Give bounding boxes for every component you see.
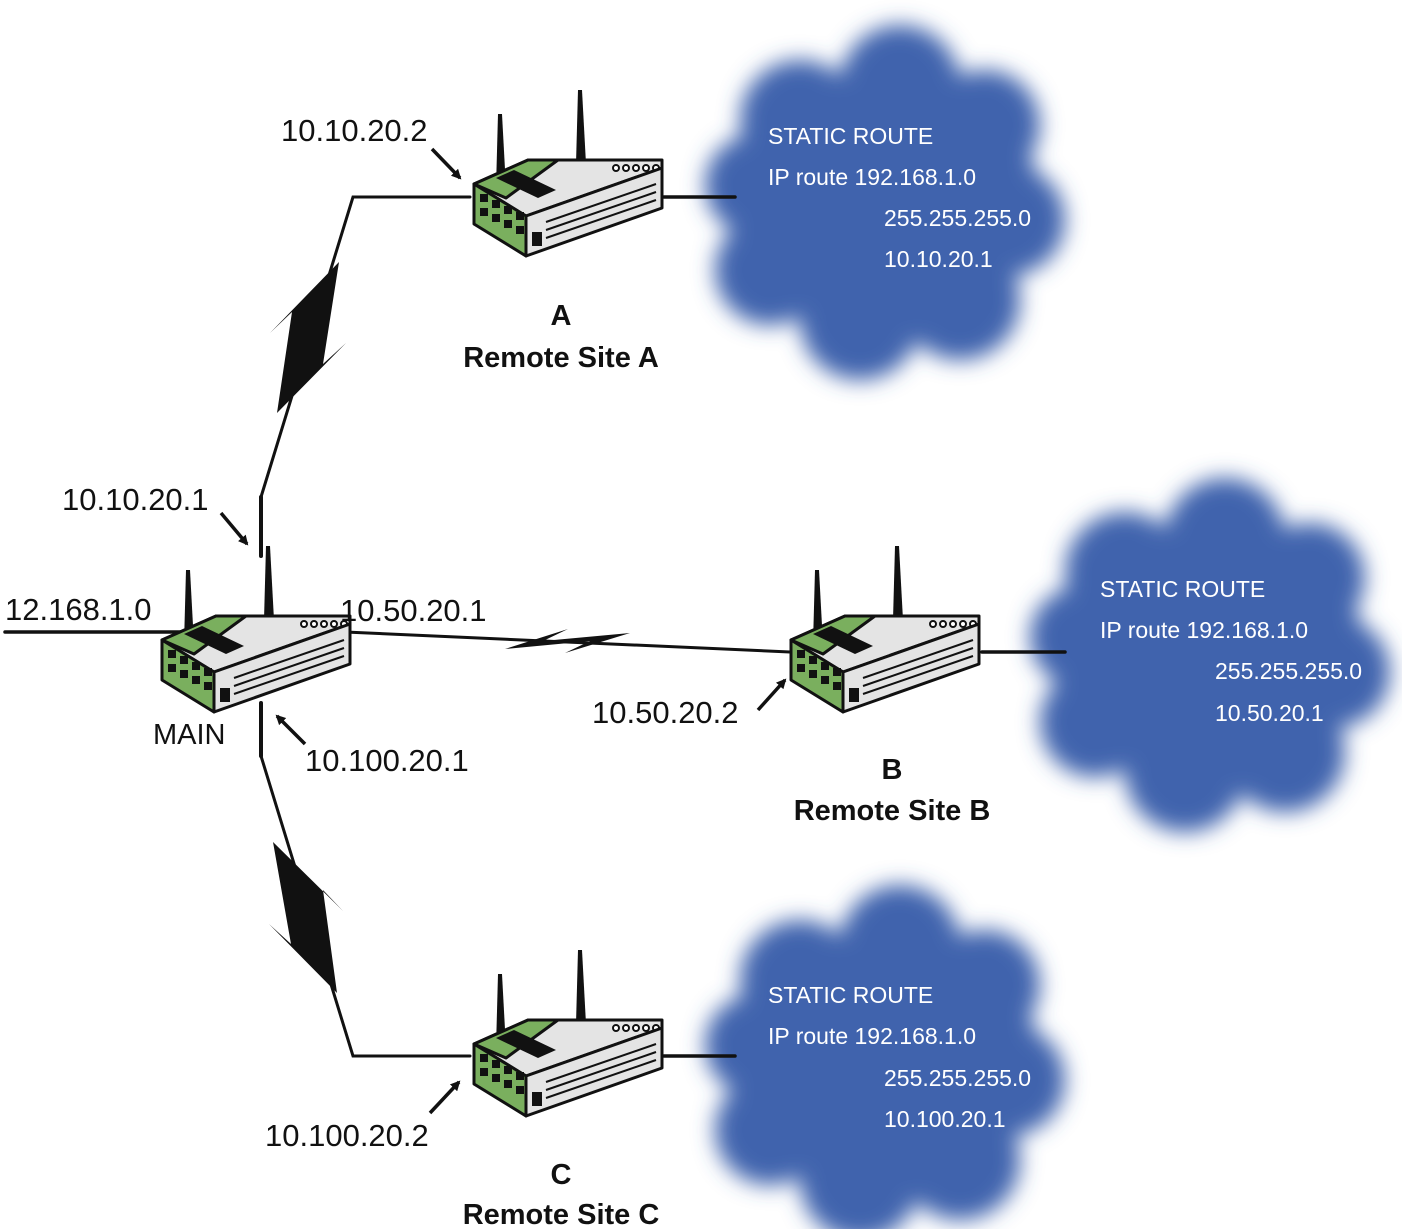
arrow-site-b-ip	[756, 678, 787, 712]
site-c-name: Remote Site C	[463, 1199, 660, 1229]
main-link-a-ip-label: 10.10.20.1	[62, 482, 209, 517]
cloud-site-c	[705, 885, 1065, 1229]
router-site-a-icon	[472, 88, 664, 258]
router-main-icon	[160, 544, 352, 714]
main-router-label: MAIN	[153, 719, 226, 751]
arrow-main-link-c-ip	[275, 714, 307, 746]
static-route-site-c: STATIC ROUTE IP route 192.168.1.0 255.25…	[768, 982, 1031, 1132]
main-link-c-ip-label: 10.100.20.1	[305, 743, 469, 778]
main-lan-ip-label: 12.168.1.0	[5, 592, 152, 627]
static-route-next-hop: 10.100.20.1	[884, 1106, 1006, 1132]
static-route-mask: 255.255.255.0	[884, 1065, 1031, 1091]
static-route-mask: 255.255.255.0	[884, 205, 1031, 231]
wan-link-c	[259, 754, 472, 1058]
site-a-letter: A	[551, 300, 572, 332]
static-route-site-b: STATIC ROUTE IP route 192.168.1.0 255.25…	[1100, 576, 1362, 726]
serial-link-c-icon	[269, 842, 343, 993]
cloud-site-b	[1030, 478, 1390, 832]
static-route-next-hop: 10.50.20.1	[1215, 700, 1324, 726]
serial-link-b-icon	[505, 629, 630, 653]
site-c-ip-label: 10.100.20.2	[265, 1118, 429, 1153]
site-b-ip-label: 10.50.20.2	[592, 695, 739, 730]
serial-link-a-icon	[270, 262, 346, 413]
site-a-name: Remote Site A	[463, 342, 659, 374]
router-site-b-icon	[789, 544, 981, 714]
arrow-site-c-ip	[428, 1080, 461, 1115]
main-link-b-ip-label: 10.50.20.1	[340, 593, 487, 628]
static-route-command: IP route 192.168.1.0	[1100, 617, 1308, 643]
site-b-name: Remote Site B	[794, 795, 991, 827]
static-route-mask: 255.255.255.0	[1215, 658, 1362, 684]
static-route-heading: STATIC ROUTE	[768, 982, 933, 1008]
arrow-main-link-a-ip	[219, 511, 249, 546]
site-a-ip-label: 10.10.20.2	[281, 113, 428, 148]
static-route-next-hop: 10.10.20.1	[884, 246, 993, 272]
static-route-heading: STATIC ROUTE	[768, 123, 933, 149]
static-route-command: IP route 192.168.1.0	[768, 1023, 976, 1049]
cloud-site-a	[705, 25, 1065, 380]
arrow-site-a-ip	[430, 147, 462, 180]
router-site-c-icon	[472, 948, 664, 1118]
static-route-heading: STATIC ROUTE	[1100, 576, 1265, 602]
static-route-site-a: STATIC ROUTE IP route 192.168.1.0 255.25…	[768, 123, 1031, 272]
static-route-command: IP route 192.168.1.0	[768, 164, 976, 190]
site-c-letter: C	[551, 1159, 572, 1191]
site-b-letter: B	[882, 754, 903, 786]
